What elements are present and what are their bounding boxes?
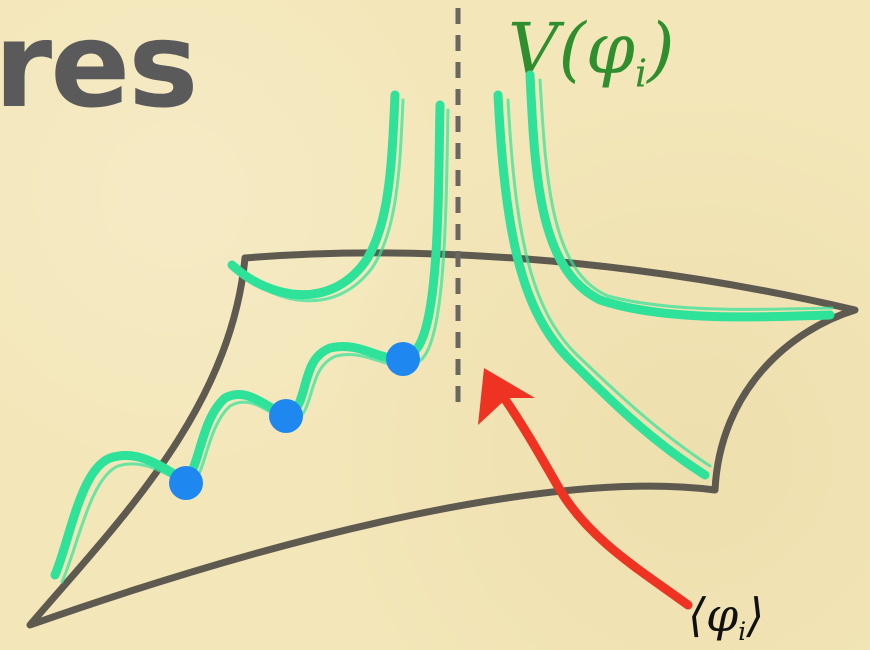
vacuum-dot <box>269 399 303 433</box>
vacuum-dot <box>386 342 420 376</box>
potential-wavy-curve <box>55 105 440 575</box>
vev-arrow-head <box>478 368 535 425</box>
potential-right-upper-curve <box>530 75 830 317</box>
potential-upper-left-curve-shadow <box>240 100 403 301</box>
potential-right-lower-curve <box>498 95 705 475</box>
vacuum-dot <box>169 466 203 500</box>
potential-upper-left-curve <box>232 95 395 295</box>
